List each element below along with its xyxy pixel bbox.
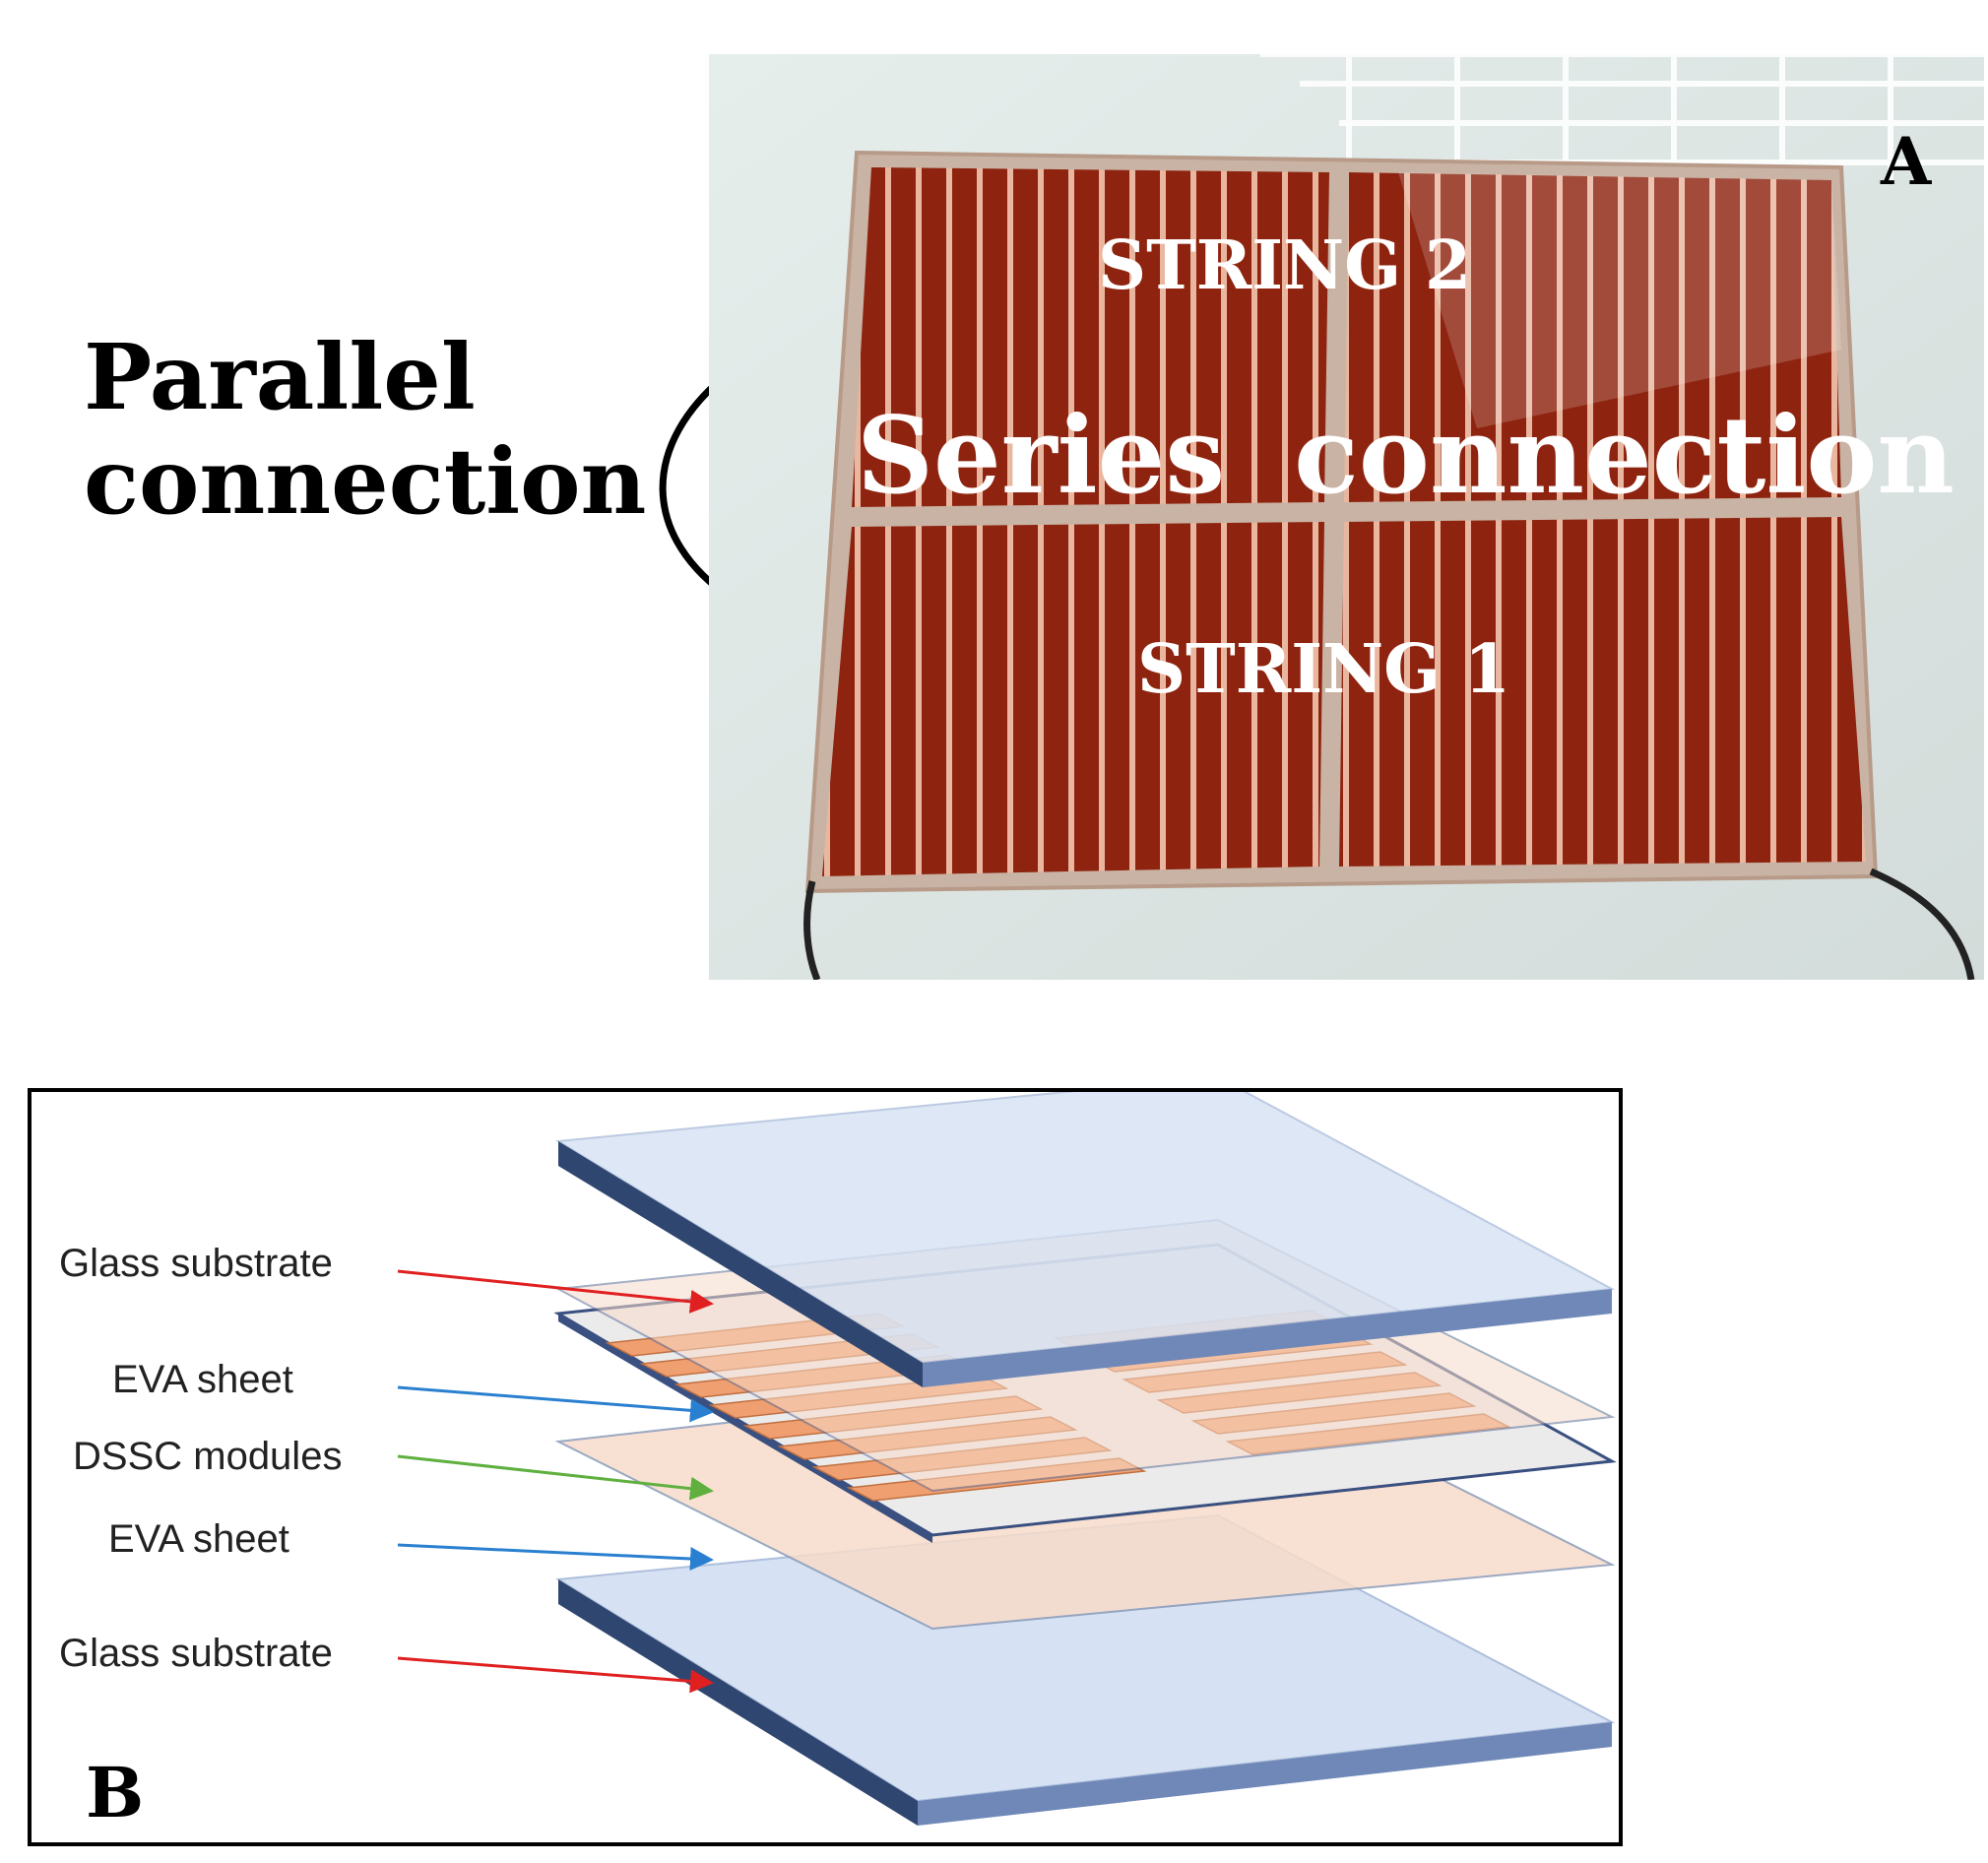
- arrow-top-eva: [397, 1385, 714, 1423]
- arrow-dssc: [397, 1454, 714, 1501]
- panel-a-photo: STRING 2 STRING 1 Series connection A: [709, 54, 1984, 980]
- series-connection-label: Series connection: [857, 394, 1955, 518]
- arrow-bottom-eva: [397, 1543, 714, 1571]
- layer-label-top-eva: EVA sheet: [112, 1358, 293, 1401]
- dssc-panel-photo: [709, 54, 1984, 980]
- series-word: Series: [857, 394, 1226, 518]
- layer-label-bottom-eva: EVA sheet: [108, 1517, 289, 1561]
- connection-word: connection: [1294, 394, 1955, 518]
- parallel-label-line2: connection: [84, 428, 647, 535]
- exploded-layer-stack: [397, 1092, 1617, 1826]
- layer-label-dssc: DSSC modules: [73, 1435, 343, 1478]
- layer-label-bottom-glass: Glass substrate: [59, 1632, 333, 1675]
- panel-b-label: B: [86, 1752, 145, 1833]
- arrow-bottom-glass: [397, 1656, 714, 1694]
- string-1-label: STRING 1: [1137, 630, 1511, 709]
- parallel-connection-label: Parallel connection: [84, 325, 646, 534]
- top-glass-substrate: [554, 1092, 1616, 1387]
- parallel-label-line1: Parallel: [84, 324, 476, 430]
- layer-label-top-glass: Glass substrate: [59, 1242, 333, 1285]
- panel-a-label: A: [1881, 123, 1932, 200]
- arrow-top-glass: [397, 1269, 714, 1314]
- panel-b-diagram: Glass substrate EVA sheet DSSC modules E…: [28, 1088, 1623, 1846]
- string-2-label: STRING 2: [1098, 226, 1472, 305]
